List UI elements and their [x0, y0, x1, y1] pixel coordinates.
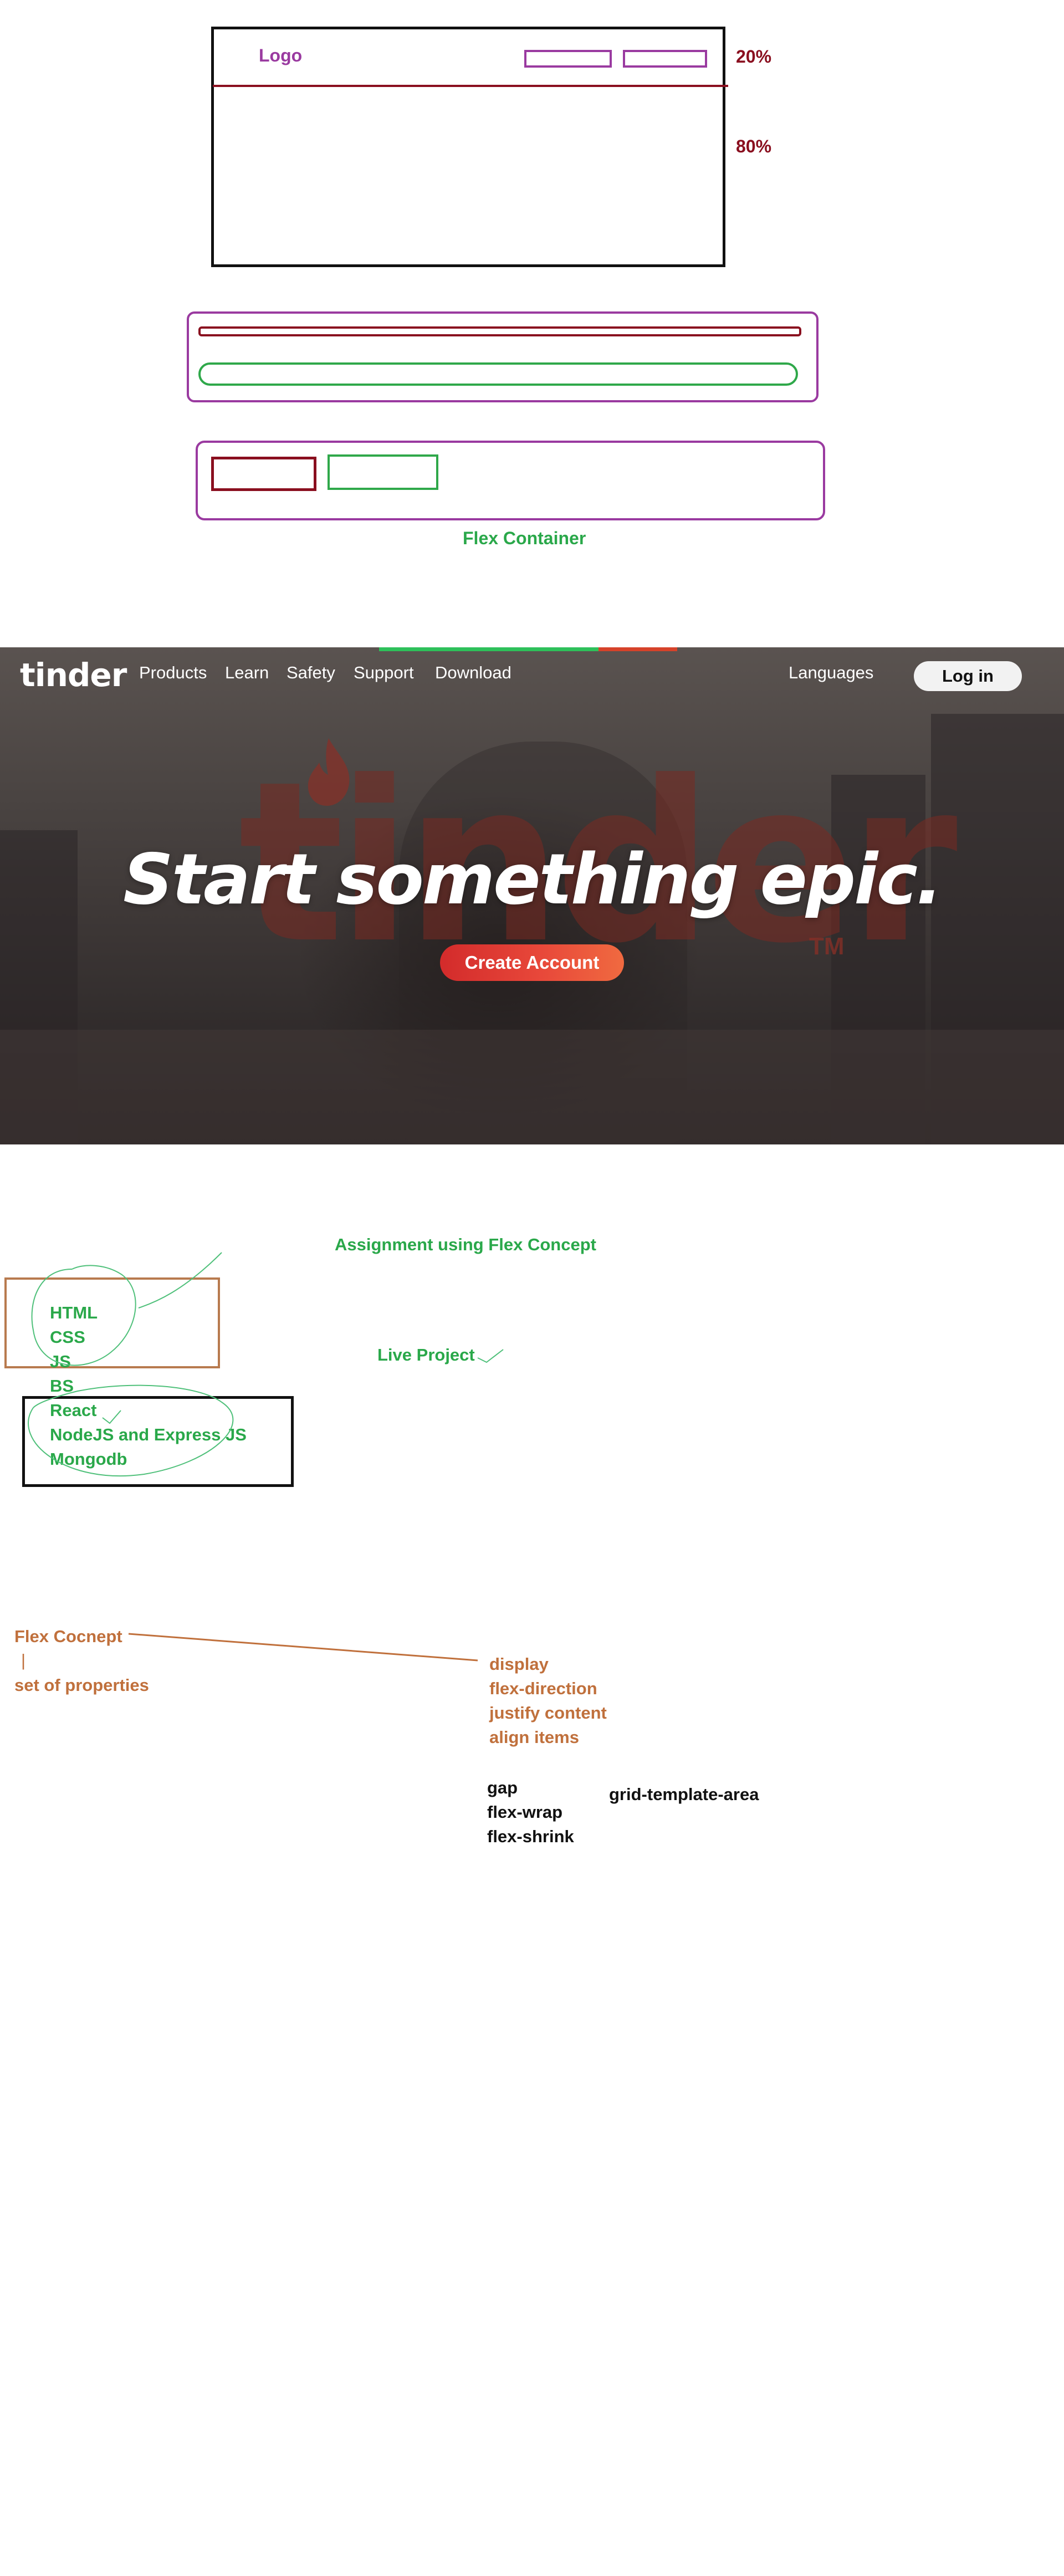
row-container — [196, 441, 825, 520]
prop-justify-content: justify content — [489, 1703, 607, 1723]
set-of-properties-note: set of properties — [14, 1675, 149, 1695]
prop-grid-template-area: grid-template-area — [609, 1785, 759, 1804]
trademark-watermark: TM — [809, 933, 845, 960]
header-divider — [213, 85, 728, 87]
logo-label: Logo — [259, 45, 303, 65]
nav-placeholder-1 — [524, 50, 612, 68]
nav-languages[interactable]: Languages — [789, 663, 874, 682]
bg-building — [931, 714, 1064, 1144]
connector-line — [128, 1633, 478, 1662]
create-account-button[interactable]: Create Account — [440, 944, 624, 981]
hero-headline: Start something epic. — [123, 839, 943, 920]
tinder-hero: tinder TM tinder Products Learn Safety S… — [0, 647, 1064, 1144]
prop-align-items: align items — [489, 1727, 579, 1747]
nav-learn[interactable]: Learn — [225, 663, 269, 682]
flex-container-label: Flex Container — [463, 528, 586, 548]
stack-item: BS — [50, 1376, 74, 1396]
bg-building — [831, 775, 925, 1144]
prop-gap: gap — [487, 1778, 518, 1797]
frontend-highlight-box — [4, 1277, 220, 1368]
stack-item: CSS — [50, 1327, 85, 1347]
flex-concept-bar: | — [21, 1650, 26, 1670]
live-project-note: Live Project — [377, 1345, 475, 1364]
row-item-2 — [328, 454, 438, 490]
prop-flex-direction: flex-direction — [489, 1679, 597, 1698]
stack-item: React — [50, 1401, 97, 1420]
flame-watermark-icon — [308, 738, 350, 806]
backend-highlight-box — [22, 1396, 294, 1487]
column-item-2 — [198, 362, 798, 386]
top-accent-red — [598, 647, 677, 651]
bg-building — [0, 830, 78, 1144]
pct-bottom-label: 80% — [736, 136, 772, 156]
column-item-1 — [198, 326, 801, 336]
prop-flex-wrap: flex-wrap — [487, 1802, 563, 1822]
assignment-note: Assignment using Flex Concept — [335, 1235, 596, 1254]
nav-safety[interactable]: Safety — [287, 663, 335, 682]
prop-display: display — [489, 1654, 549, 1674]
stack-item: JS — [50, 1352, 71, 1371]
nav-download[interactable]: Download — [435, 663, 511, 682]
nav-products[interactable]: Products — [139, 663, 207, 682]
layout-frame — [211, 27, 725, 267]
stack-item: Mongodb — [50, 1449, 127, 1469]
stack-item: HTML — [50, 1303, 98, 1322]
column-container — [187, 311, 819, 402]
bg-railing — [0, 1030, 1064, 1144]
row-item-1 — [211, 457, 316, 491]
hand-drawn-annotations — [28, 1252, 504, 1477]
tinder-watermark: tinder — [238, 734, 958, 992]
tinder-logo[interactable]: tinder — [20, 656, 127, 694]
bg-figures — [399, 742, 687, 1144]
stack-item: NodeJS and Express JS — [50, 1425, 247, 1444]
prop-flex-shrink: flex-shrink — [487, 1827, 574, 1846]
pct-top-label: 20% — [736, 47, 772, 67]
flex-concept-note: Flex Cocnept — [14, 1627, 122, 1646]
login-button[interactable]: Log in — [914, 661, 1022, 691]
top-accent-green — [379, 647, 598, 651]
nav-placeholder-2 — [623, 50, 707, 68]
nav-support[interactable]: Support — [354, 663, 414, 682]
